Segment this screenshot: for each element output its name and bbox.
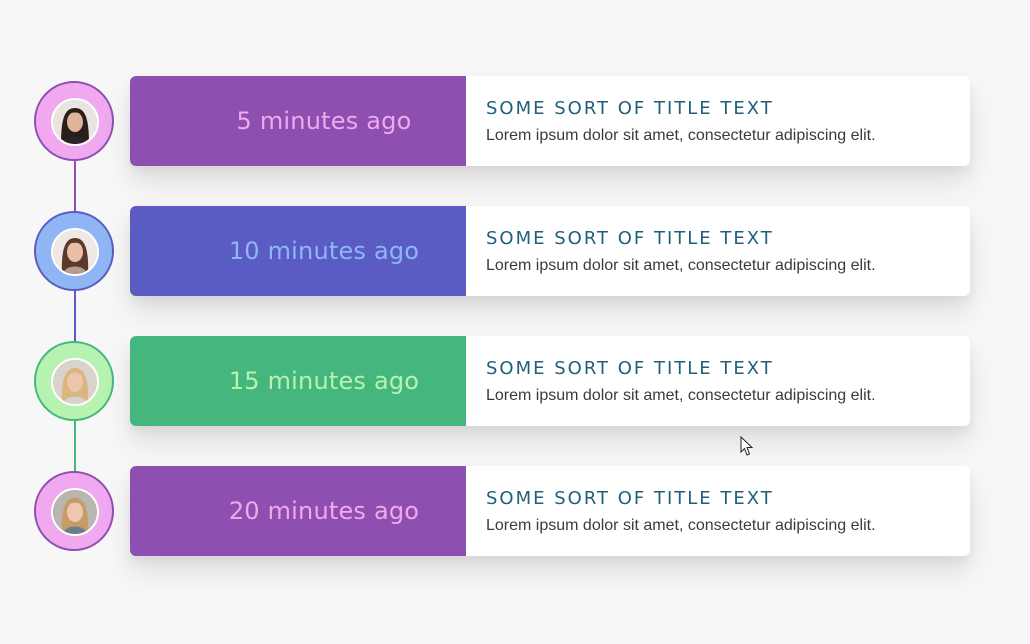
timeline-card[interactable]: 15 minutes ago SOME SORT OF TITLE TEXT L… — [130, 336, 970, 426]
card-content: SOME SORT OF TITLE TEXT Lorem ipsum dolo… — [466, 76, 970, 166]
card-description: Lorem ipsum dolor sit amet, consectetur … — [486, 387, 876, 404]
avatar-icon[interactable] — [51, 488, 99, 536]
card-content: SOME SORT OF TITLE TEXT Lorem ipsum dolo… — [466, 466, 970, 556]
card-title: SOME SORT OF TITLE TEXT — [486, 228, 774, 249]
time-block: 20 minutes ago — [130, 466, 466, 556]
time-label: 15 minutes ago — [228, 367, 420, 395]
card-content: SOME SORT OF TITLE TEXT Lorem ipsum dolo… — [466, 206, 970, 296]
avatar-icon[interactable] — [51, 358, 99, 406]
avatar-ring — [34, 211, 114, 291]
timeline-connector — [74, 160, 76, 212]
card-description: Lorem ipsum dolor sit amet, consectetur … — [486, 127, 876, 144]
mouse-cursor-icon — [740, 436, 754, 456]
time-block: 10 minutes ago — [130, 206, 466, 296]
card-title: SOME SORT OF TITLE TEXT — [486, 488, 774, 509]
timeline-card[interactable]: 10 minutes ago SOME SORT OF TITLE TEXT L… — [130, 206, 970, 296]
avatar-icon[interactable] — [51, 98, 99, 146]
card-content: SOME SORT OF TITLE TEXT Lorem ipsum dolo… — [466, 336, 970, 426]
avatar-icon[interactable] — [51, 228, 99, 276]
timeline-card[interactable]: 5 minutes ago SOME SORT OF TITLE TEXT Lo… — [130, 76, 970, 166]
timeline-card[interactable]: 20 minutes ago SOME SORT OF TITLE TEXT L… — [130, 466, 970, 556]
card-title: SOME SORT OF TITLE TEXT — [486, 358, 774, 379]
card-title: SOME SORT OF TITLE TEXT — [486, 98, 774, 119]
timeline-connector — [74, 290, 76, 342]
timeline-connector — [74, 420, 76, 472]
avatar-ring — [34, 341, 114, 421]
time-block: 15 minutes ago — [130, 336, 466, 426]
time-label: 20 minutes ago — [228, 497, 420, 525]
card-description: Lorem ipsum dolor sit amet, consectetur … — [486, 257, 876, 274]
time-block: 5 minutes ago — [130, 76, 466, 166]
time-label: 10 minutes ago — [228, 237, 420, 265]
avatar-ring — [34, 471, 114, 551]
card-description: Lorem ipsum dolor sit amet, consectetur … — [486, 517, 876, 534]
time-label: 5 minutes ago — [236, 107, 412, 135]
avatar-ring — [34, 81, 114, 161]
